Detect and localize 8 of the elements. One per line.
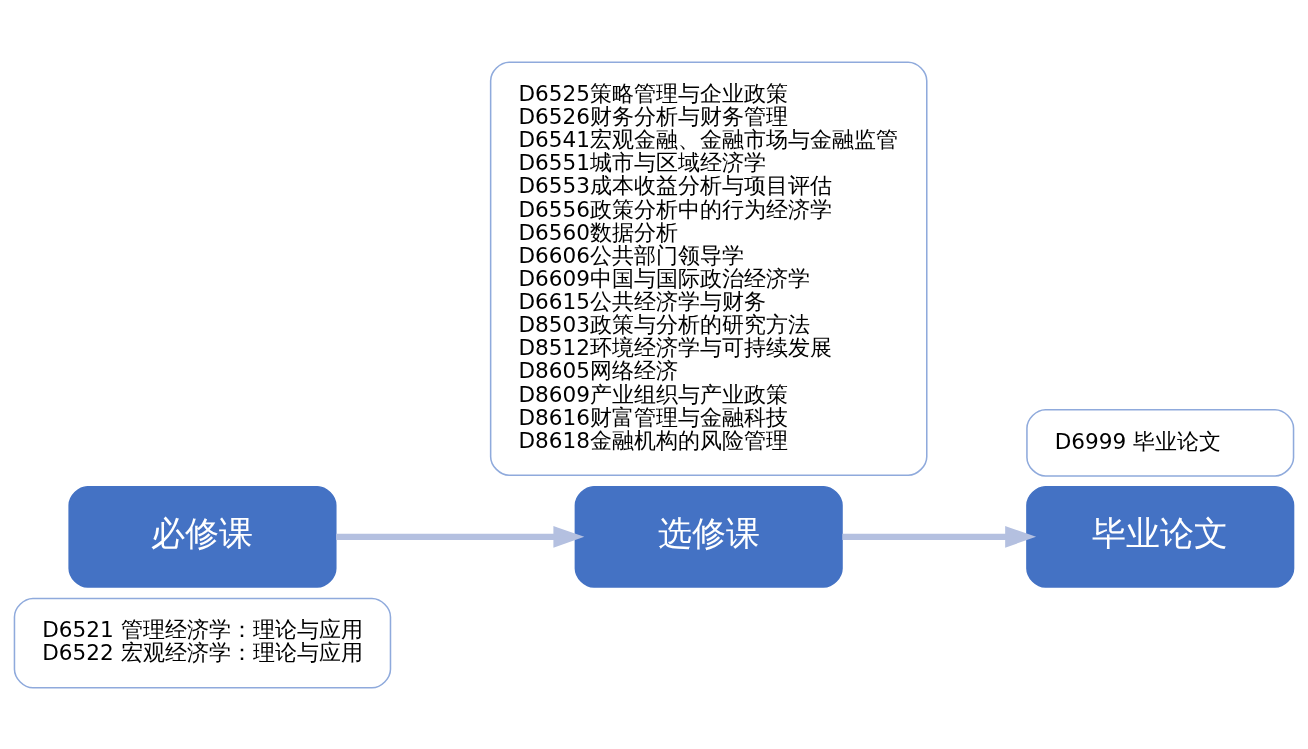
node-box: 毕业论文 — [1026, 485, 1295, 588]
node-box: D6999 毕业论文 — [1026, 408, 1295, 477]
node-box: D6521 管理经济学：理论与应用 D6522 宏观经济学：理论与应用 — [13, 597, 392, 689]
node-box: D6525策略管理与企业政策 D6526财务分析与财务管理 D6541宏观金融、金融市场与金融监管 D6551城市与区域经济学 D6553成本收益分析与项目评估 D6556政策分析中的行为经济学 D6560数据分析 D6606公共部门领导学 D6609中国与国际政治经济学 D6615公共经济学与财务 D8503政策与分析的研究方法 D8512环境经济学与可持续发展 D8605网络经济 D8609产业组织与产业政策 D8616财富管理与金融科技 D8618金融机构的风险管理 — [489, 60, 928, 476]
node-box: 选修课 — [574, 485, 843, 588]
arrow — [336, 525, 585, 548]
node-box: 必修课 — [68, 485, 337, 588]
arrow — [842, 525, 1037, 548]
